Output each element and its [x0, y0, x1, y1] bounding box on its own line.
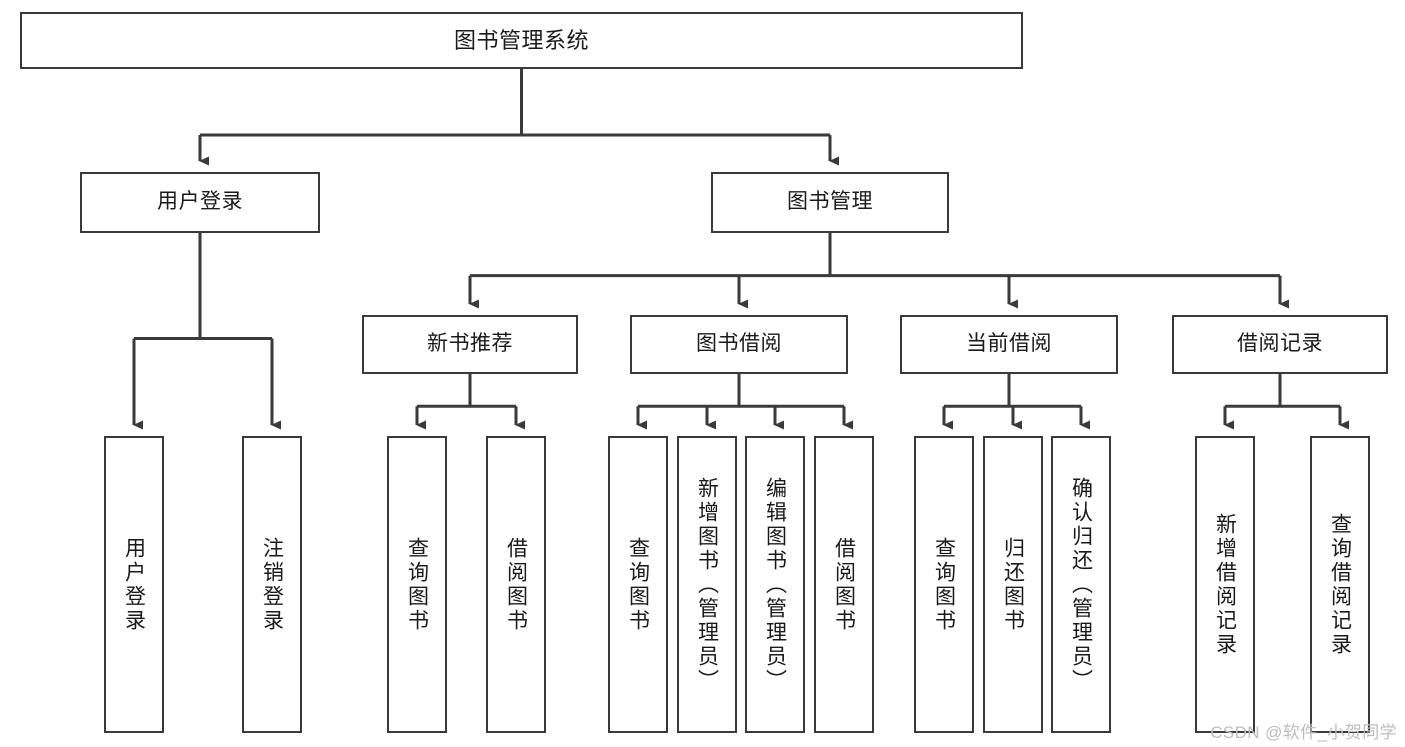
csdn-watermark: CSDN @软件_小贺同学 [1210, 723, 1397, 742]
node-borrow-record-label: 借阅记录 [1237, 332, 1323, 356]
node-leaf-confirm-return-label: 确认归还（管理员） [1069, 476, 1093, 693]
node-leaf-borrow-book-1-label: 借阅图书 [504, 536, 528, 633]
node-leaf-add-book[interactable]: 新增图书（管理员） [677, 436, 737, 733]
node-leaf-add-record-label: 新增借阅记录 [1213, 512, 1237, 657]
node-leaf-query-book-3-label: 查询图书 [932, 536, 956, 633]
node-current-borrow[interactable]: 当前借阅 [900, 315, 1118, 374]
node-root-label: 图书管理系统 [453, 27, 589, 53]
node-book-borrow[interactable]: 图书借阅 [630, 315, 848, 374]
node-leaf-borrow-book-1[interactable]: 借阅图书 [486, 436, 546, 733]
node-leaf-query-record[interactable]: 查询借阅记录 [1310, 436, 1370, 733]
node-leaf-query-book-2-label: 查询图书 [626, 536, 650, 633]
node-leaf-borrow-book-2[interactable]: 借阅图书 [814, 436, 874, 733]
node-leaf-query-book-2[interactable]: 查询图书 [608, 436, 668, 733]
node-leaf-edit-book-label: 编辑图书（管理员） [763, 476, 787, 693]
node-book-borrow-label: 图书借阅 [696, 332, 782, 356]
node-book-manage[interactable]: 图书管理 [711, 172, 949, 233]
node-new-book-rec-label: 新书推荐 [427, 332, 513, 356]
node-leaf-query-book-1-label: 查询图书 [405, 536, 429, 633]
node-current-borrow-label: 当前借阅 [966, 332, 1052, 356]
node-borrow-record[interactable]: 借阅记录 [1172, 315, 1388, 374]
node-leaf-edit-book[interactable]: 编辑图书（管理员） [745, 436, 805, 733]
node-leaf-query-record-label: 查询借阅记录 [1328, 512, 1352, 657]
node-leaf-borrow-book-2-label: 借阅图书 [832, 536, 856, 633]
node-leaf-confirm-return[interactable]: 确认归还（管理员） [1051, 436, 1111, 733]
node-leaf-user-login[interactable]: 用户登录 [104, 436, 164, 733]
node-leaf-add-record[interactable]: 新增借阅记录 [1195, 436, 1255, 733]
node-new-book-rec[interactable]: 新书推荐 [362, 315, 578, 374]
node-leaf-logout[interactable]: 注销登录 [242, 436, 302, 733]
node-user-login-label: 用户登录 [157, 190, 243, 214]
node-root[interactable]: 图书管理系统 [20, 12, 1023, 69]
node-user-login[interactable]: 用户登录 [80, 172, 320, 233]
node-leaf-logout-label: 注销登录 [260, 536, 284, 633]
node-leaf-query-book-1[interactable]: 查询图书 [387, 436, 447, 733]
node-book-manage-label: 图书管理 [787, 190, 873, 214]
node-leaf-return-book[interactable]: 归还图书 [983, 436, 1043, 733]
node-leaf-add-book-label: 新增图书（管理员） [695, 476, 719, 693]
node-leaf-user-login-label: 用户登录 [122, 536, 146, 633]
node-leaf-query-book-3[interactable]: 查询图书 [914, 436, 974, 733]
node-leaf-return-book-label: 归还图书 [1001, 536, 1025, 633]
